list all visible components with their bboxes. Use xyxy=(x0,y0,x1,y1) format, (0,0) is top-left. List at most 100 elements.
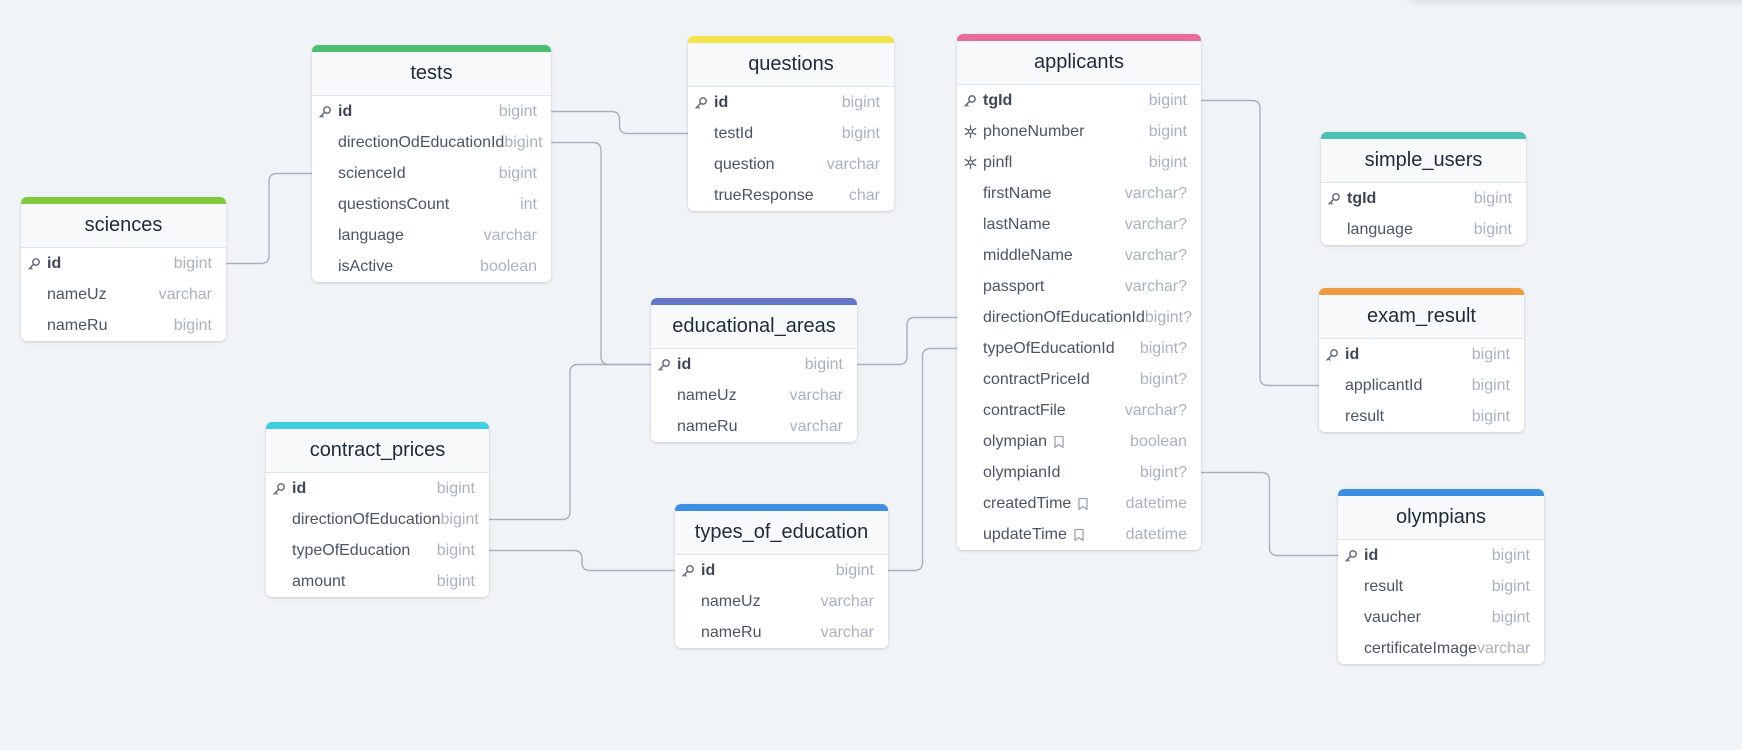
relationship-line[interactable] xyxy=(857,316,957,366)
relationship-line[interactable] xyxy=(226,172,312,265)
relationship-line[interactable] xyxy=(489,363,651,521)
table-header[interactable]: olympians xyxy=(1338,489,1544,540)
table-header[interactable]: sciences xyxy=(21,197,226,248)
relationship-line[interactable] xyxy=(1201,471,1338,557)
note-icon[interactable] xyxy=(1053,435,1065,449)
table-header[interactable]: contract_prices xyxy=(266,422,489,473)
table-header[interactable]: simple_users xyxy=(1321,132,1526,183)
table-header[interactable]: applicants xyxy=(957,34,1201,85)
table-header[interactable]: exam_result xyxy=(1319,288,1524,339)
column-name: id xyxy=(714,93,729,111)
table-header[interactable]: tests xyxy=(312,45,551,96)
table-header[interactable]: educational_areas xyxy=(651,298,857,349)
relationship-line[interactable] xyxy=(888,347,957,572)
relationship-line[interactable] xyxy=(1201,99,1319,387)
table-title: sciences xyxy=(84,214,163,236)
note-icon[interactable] xyxy=(1073,528,1085,542)
column-name: contractPriceId xyxy=(983,370,1090,388)
column-type: varchar? xyxy=(1124,277,1187,295)
relationship-line[interactable] xyxy=(551,141,651,366)
column-type: bigint? xyxy=(1139,463,1187,481)
column-type: varchar xyxy=(483,226,537,244)
relationship-line[interactable] xyxy=(551,110,688,135)
column-name: id xyxy=(1345,345,1360,363)
table-header[interactable]: questions xyxy=(688,36,894,87)
note-icon[interactable] xyxy=(1077,497,1089,511)
table-header[interactable]: types_of_education xyxy=(675,504,888,555)
column-name: trueResponse xyxy=(714,186,814,204)
column-name: questionsCount xyxy=(338,195,450,213)
relationship-line[interactable] xyxy=(489,549,675,572)
key-icon xyxy=(1321,192,1347,206)
column-type: bigint xyxy=(1148,153,1187,171)
column-name: id xyxy=(338,102,353,120)
column-name: olympian xyxy=(983,432,1048,450)
column-type: bigint xyxy=(173,316,212,334)
unique-icon xyxy=(957,124,983,139)
column-type: bigint xyxy=(436,541,475,559)
column-name: amount xyxy=(292,572,346,590)
column-name: id xyxy=(701,561,716,579)
column-type: varchar? xyxy=(1124,246,1187,264)
table-title: tests xyxy=(410,62,453,84)
